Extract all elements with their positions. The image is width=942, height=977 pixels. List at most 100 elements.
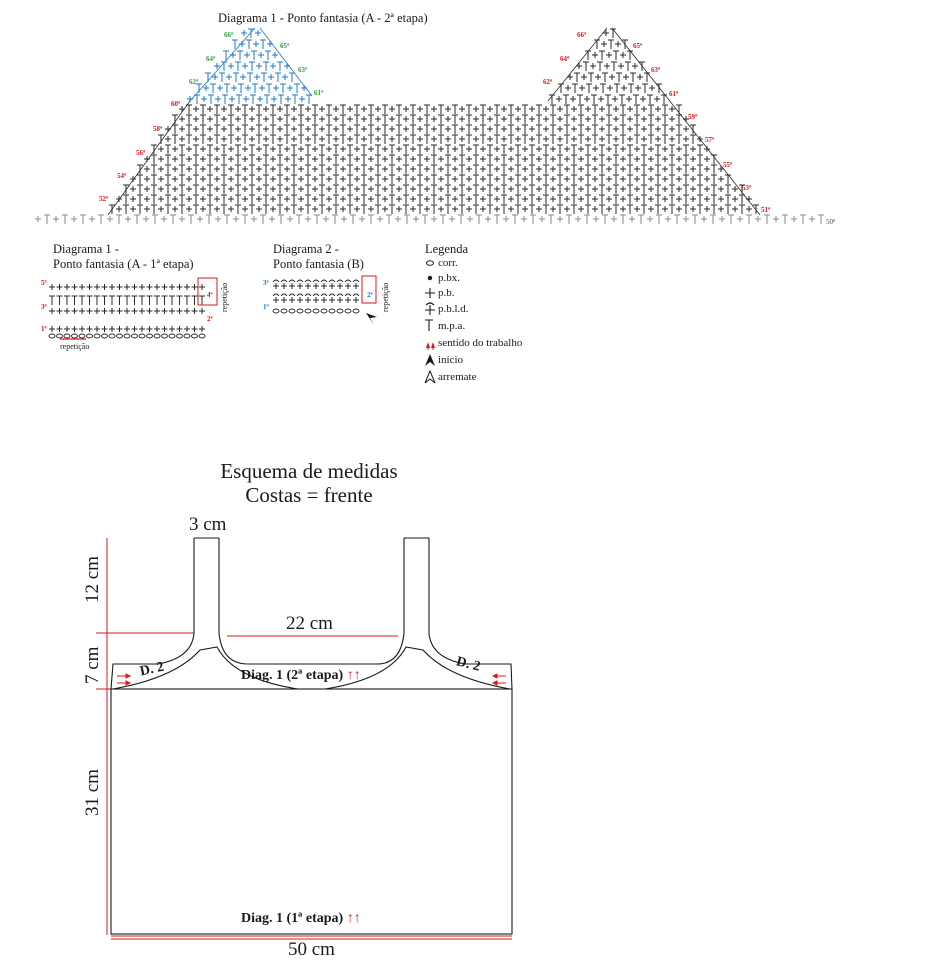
stitch-mark [49, 326, 55, 332]
schema-title-line2: Costas = frente [245, 483, 373, 507]
stitch-mark [228, 196, 234, 202]
dim-yoke-height: 7 cm [82, 646, 103, 684]
stitch-mark [389, 136, 395, 142]
stitch-mark [515, 144, 521, 154]
stitch-mark [165, 174, 171, 184]
stitch-mark [655, 164, 661, 174]
stitch-mark [228, 146, 234, 152]
stitch-mark [701, 216, 707, 222]
stitch-mark [179, 154, 185, 164]
stitch-mark [107, 216, 113, 222]
stitch-mark [268, 74, 274, 80]
stitch-mark [634, 104, 640, 114]
stitch-mark [172, 186, 178, 192]
stitch-mark [361, 174, 367, 184]
stitch-mark [550, 124, 556, 134]
stitch-mark [548, 214, 554, 224]
stitch-mark [404, 214, 410, 224]
stitch-mark [291, 174, 297, 184]
stitch-mark [586, 83, 592, 93]
stitch-mark [648, 196, 654, 202]
stitch-mark [361, 194, 367, 204]
stitch-mark [257, 96, 263, 102]
stitch-mark [605, 94, 611, 104]
row-label: 1ª [263, 303, 269, 311]
stitch-mark [165, 194, 171, 204]
stitch-mark [501, 164, 507, 174]
stitch-mark [494, 214, 500, 224]
stitch-mark [375, 164, 381, 174]
stitch-mark [223, 50, 229, 60]
stitch-mark [466, 156, 472, 162]
stitch-mark [536, 206, 542, 212]
stitch-mark [242, 63, 248, 69]
stitch-mark [676, 196, 682, 202]
stitch-mark [396, 196, 402, 202]
stitch-mark [606, 114, 612, 124]
stitch-mark [144, 176, 150, 182]
stitch-mark [277, 154, 283, 164]
stitch-mark [200, 124, 206, 134]
stitch-mark [228, 124, 234, 134]
stitch-mark [312, 279, 320, 283]
stitch-mark [228, 166, 234, 172]
stitch-mark [266, 83, 272, 93]
stitch-mark [566, 214, 572, 224]
stitch-mark [732, 206, 738, 212]
stitch-mark [669, 194, 675, 204]
stitch-mark [221, 61, 227, 71]
stitch-mark [410, 166, 416, 172]
stitch-mark [326, 196, 332, 202]
stitch-mark [620, 166, 626, 172]
stitch-mark [440, 214, 446, 224]
stitch-mark [620, 186, 626, 192]
stitch-mark [375, 136, 381, 142]
stitch-mark [656, 83, 662, 93]
stitch-mark [244, 52, 250, 58]
stitch-mark [354, 196, 360, 202]
stitch-mark [249, 194, 255, 204]
stitch-mark [683, 154, 689, 164]
stitch-mark [101, 308, 108, 314]
stitch-mark [246, 39, 252, 49]
stitch-mark [270, 146, 276, 152]
stitch-mark [501, 154, 507, 164]
stitch-mark [263, 164, 269, 174]
stitch-mark [354, 156, 360, 162]
stitch-mark [634, 146, 640, 152]
stitch-mark [284, 156, 290, 162]
stitch-mark [634, 186, 640, 192]
stitch-mark [242, 104, 248, 114]
stitch-mark [515, 136, 521, 142]
top-section-arrows: ↑↑ [346, 668, 361, 683]
stitch-mark [424, 186, 430, 192]
stitch-mark [64, 308, 70, 314]
stitch-mark [583, 61, 589, 71]
row-label: 63ª [298, 66, 308, 74]
stitch-mark [459, 194, 465, 204]
stitch-mark [613, 126, 619, 132]
stitch-mark [585, 154, 591, 164]
stitch-mark [424, 196, 430, 202]
stitch-mark [597, 61, 603, 71]
stitch-mark [732, 196, 738, 202]
stitch-mark [431, 106, 437, 112]
stitch-mark [221, 126, 227, 132]
stitch-mark [249, 136, 255, 142]
stitch-mark [389, 194, 395, 204]
stitch-mark [186, 156, 192, 162]
stitch-mark [254, 74, 260, 80]
stitch-mark [592, 114, 598, 124]
stitch-mark [620, 114, 626, 124]
stitch-mark [281, 297, 287, 303]
stitch-mark [151, 194, 157, 204]
stitch-mark [382, 114, 388, 124]
stitch-mark [333, 154, 339, 164]
row-label: 60ª [171, 100, 181, 108]
diagram2-title-line1: Diagrama 2 - [273, 242, 339, 256]
stitch-mark [284, 206, 290, 212]
stitch-mark [445, 106, 451, 112]
stitch-mark [154, 295, 160, 305]
stitch-mark [109, 308, 115, 314]
diagram1-stage1-title-line1: Diagrama 1 - [53, 242, 119, 256]
